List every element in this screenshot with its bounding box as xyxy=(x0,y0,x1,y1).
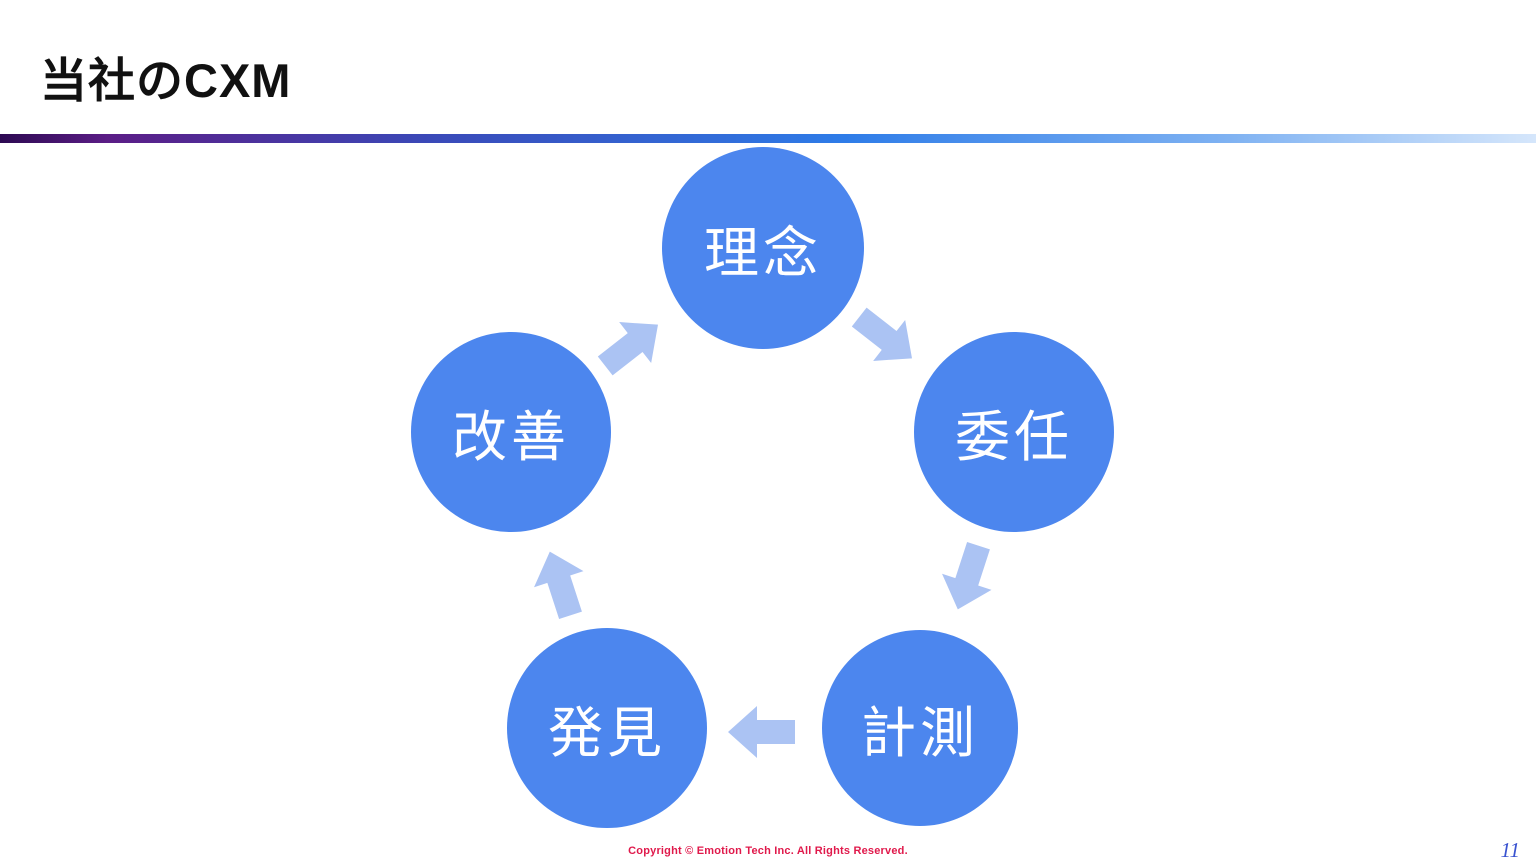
cycle-node-measurement: 計測 xyxy=(822,630,1018,826)
footer-copyright: Copyright © Emotion Tech Inc. All Rights… xyxy=(628,845,908,857)
arrow-improvement-to-philosophy-icon xyxy=(586,300,678,390)
title-divider xyxy=(0,134,1536,143)
arrow-measurement-to-discovery-icon xyxy=(725,703,797,761)
cycle-node-delegation: 委任 xyxy=(914,332,1114,532)
cycle-node-improvement: 改善 xyxy=(411,332,611,532)
arrow-discovery-to-improvement-icon xyxy=(521,540,598,626)
cycle-node-discovery: 発見 xyxy=(507,628,707,828)
cycle-node-label: 理念 xyxy=(703,222,822,284)
cycle-node-philosophy: 理念 xyxy=(662,147,864,349)
arrow-philosophy-to-delegation-icon xyxy=(840,293,932,383)
arrow-delegation-to-measurement-icon xyxy=(929,535,1006,621)
page-number: 11 xyxy=(1500,838,1520,862)
cycle-node-label: 発見 xyxy=(547,702,666,764)
cycle-node-label: 委任 xyxy=(954,406,1073,468)
cycle-node-label: 計測 xyxy=(860,702,979,764)
cycle-node-label: 改善 xyxy=(451,406,570,468)
slide-title: 当社のCXM xyxy=(40,54,292,107)
